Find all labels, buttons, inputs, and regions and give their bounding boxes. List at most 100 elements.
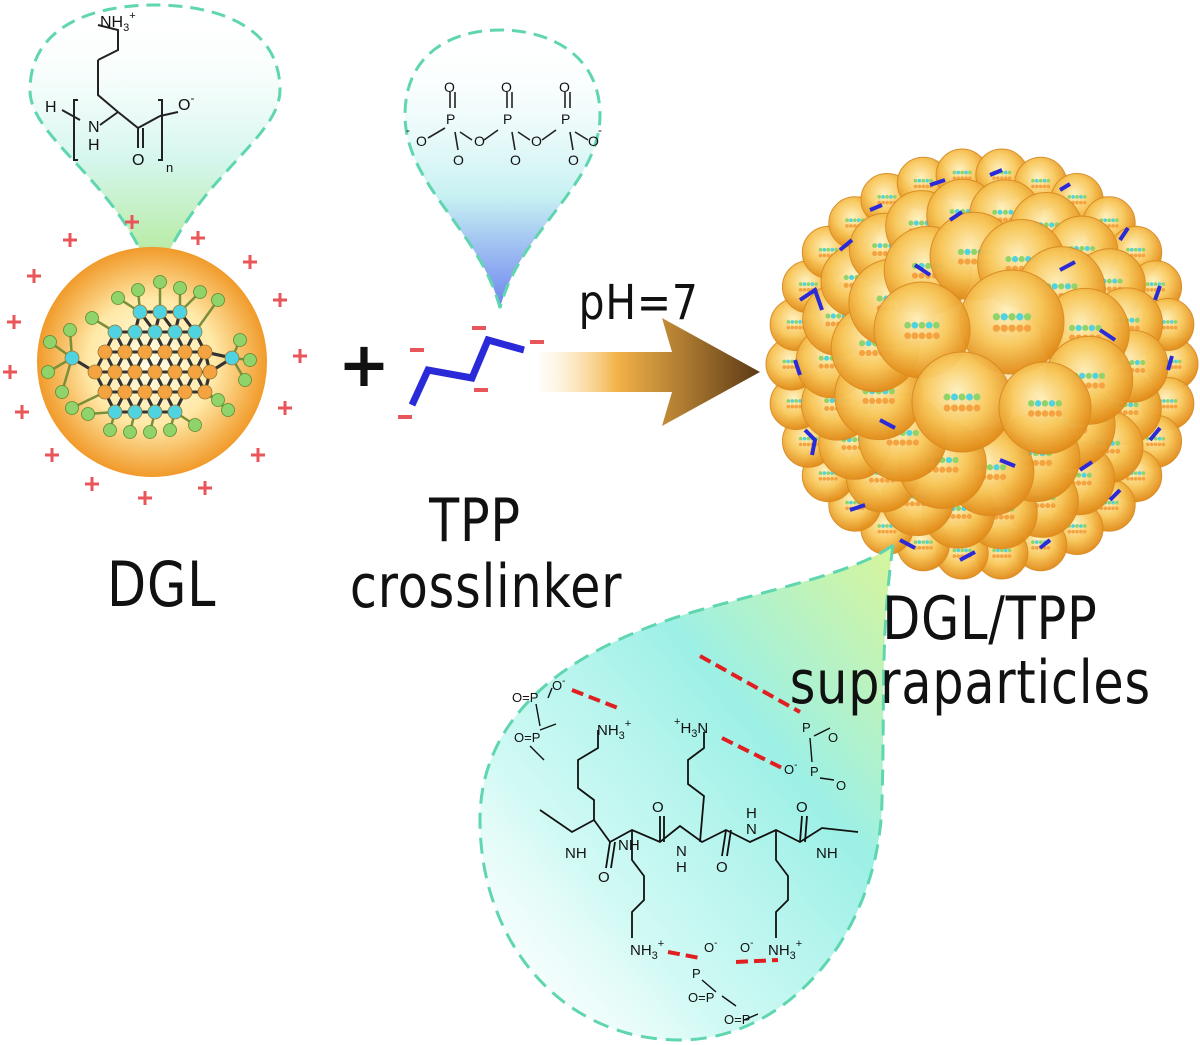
subunit-dot (794, 404, 798, 409)
subunit-dot (1173, 325, 1178, 330)
subunit-dot (992, 324, 1001, 332)
dendrimer-node (107, 364, 123, 380)
dendrimer-node (97, 344, 113, 360)
subunit-dot (849, 218, 853, 223)
subunit-dot (872, 349, 879, 357)
subunit-dot (889, 195, 893, 199)
subunit-dot (1157, 442, 1162, 447)
subunit-dot (1129, 247, 1134, 252)
subunit-dot (1005, 256, 1012, 263)
subunit-dot (909, 501, 915, 507)
dendrimer-node (187, 364, 203, 380)
crosslink (929, 178, 946, 187)
subunit-dot (925, 178, 930, 183)
crosslink (1098, 328, 1117, 342)
subunit-dot (1109, 448, 1115, 454)
subunit-dot (957, 248, 964, 255)
dendrimer-node (107, 324, 123, 340)
dendrimer-node (172, 304, 188, 320)
subunit-dot (1129, 360, 1135, 366)
subunit-dot (1169, 404, 1174, 409)
subunit-dot (798, 404, 802, 409)
subunit-dot (943, 404, 951, 412)
subunit-dot (1161, 436, 1166, 441)
subunit-dot (1140, 367, 1146, 374)
lys-nh3-4: NH3+ (768, 938, 802, 962)
subunit-dot (892, 529, 897, 534)
subunit-dot (1103, 218, 1108, 223)
tpp-structure (427, 92, 589, 151)
tpp-frag-1c: O=P (514, 730, 540, 745)
subunit-dot (790, 320, 795, 324)
dendrimer-node (152, 304, 168, 320)
dendrimer-terminal-node (123, 425, 137, 439)
subunit-dot (814, 282, 819, 286)
subunit-dot (1166, 404, 1170, 409)
subunit-dot (1046, 178, 1051, 183)
supraparticle-subunit (998, 361, 1092, 455)
dendrimer-node (147, 404, 163, 420)
subunit-dot (886, 439, 893, 446)
dendrimer-terminal-node (131, 283, 145, 297)
subunit-dot (876, 295, 883, 302)
crosslink (838, 238, 854, 252)
subunit-dot (818, 471, 823, 475)
dendrimer-terminal-node (188, 418, 202, 432)
subunit-dot (786, 325, 791, 330)
subunit-dot (1082, 324, 1089, 332)
subunit-dot (1128, 410, 1134, 416)
dendrimer-node (127, 364, 143, 380)
subunit-dot (824, 398, 830, 404)
backbone-o-3: O (716, 859, 728, 876)
subunit-dot (1133, 253, 1138, 258)
subunit-dot (1031, 178, 1035, 183)
subunit-dot (1045, 503, 1051, 509)
subunit-dot (822, 471, 827, 475)
dgl-particle (3, 215, 307, 505)
subunit-dot (1000, 554, 1004, 558)
dgl-tpp-label: DGL/TPP (882, 584, 1098, 654)
subunit-dot (1085, 382, 1092, 389)
positive-charge (198, 481, 212, 495)
positive-charge (63, 233, 77, 247)
subunit-dot (993, 464, 1000, 471)
dendrimer-node (87, 364, 103, 380)
dendrimer-terminal-node (111, 291, 125, 305)
subunit-dot (881, 524, 885, 528)
subunit-dot (955, 506, 962, 512)
dendrimer-terminal-node (63, 323, 77, 337)
subunit-dot (877, 251, 883, 257)
dendrimer-terminal-node (211, 293, 225, 307)
subunit-dot (929, 540, 933, 544)
subunit-dot (1153, 282, 1158, 286)
subunit-dot (911, 321, 919, 329)
subunit-dot (1169, 325, 1174, 330)
subunit-dot (1122, 410, 1128, 416)
subunit-dot (845, 500, 849, 505)
subunit-dot (1038, 184, 1043, 189)
subunit-dot (786, 399, 791, 403)
subunit-dot (818, 363, 824, 369)
subunit-dot (917, 546, 922, 550)
subunit-dot (822, 253, 827, 258)
tpp-o-6: O (531, 133, 542, 149)
subunit-dot (830, 313, 836, 319)
supraparticle-subunits (765, 148, 1199, 580)
subunit-dot (889, 200, 893, 205)
interaction-zoom-bubble: NH3+ +H3N NH3+ NH3+ NH NH N H N H NH O O… (478, 541, 895, 1042)
dendrimer-terminal-node (163, 423, 177, 437)
subunit-dot (1153, 442, 1158, 447)
subunit-dot (1115, 448, 1121, 454)
subunit-dot (917, 184, 922, 189)
subunit-dot (802, 436, 807, 441)
subunit-dot (1039, 503, 1045, 509)
crosslinker-label: crosslinker (349, 552, 623, 622)
dendrimer-node (107, 404, 123, 420)
subunit-dot (1157, 436, 1162, 441)
subunit-dot (1134, 360, 1140, 366)
supraparticle (765, 148, 1199, 580)
subunit-dot (964, 170, 968, 175)
subunit-dot (881, 529, 885, 534)
crosslink (879, 418, 896, 430)
subunit-dot (1134, 317, 1140, 323)
